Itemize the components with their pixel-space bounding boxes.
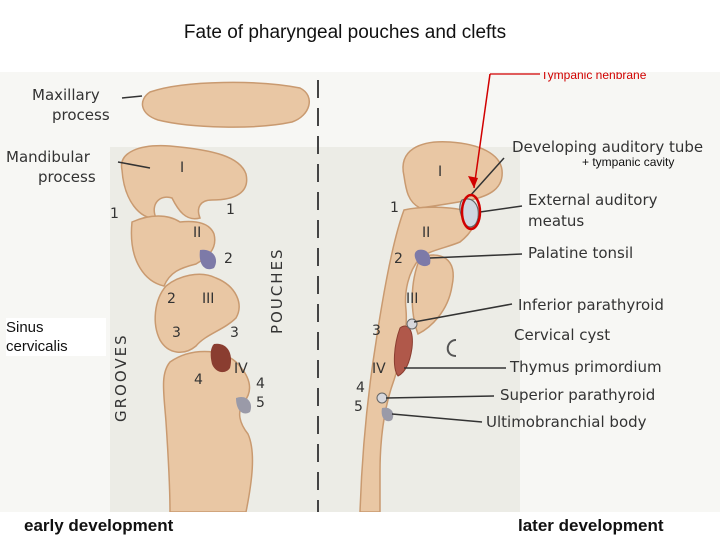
later-embryo: I II III IV 1 2 3 4 5 Developing auditor… xyxy=(354,138,703,512)
arch-label: I xyxy=(438,164,442,180)
grooves-label: GROOVES xyxy=(112,333,130,422)
groove-number: 3 xyxy=(172,325,181,341)
maxillary-process-shape xyxy=(141,81,310,128)
pouch-2-tonsil-left xyxy=(199,249,217,270)
arch-label: I xyxy=(180,160,184,176)
pouch-number: 2 xyxy=(224,251,233,267)
leader-auditory-tube xyxy=(469,157,505,197)
ultimobranchial-shape xyxy=(381,407,394,422)
label-maxillary: Maxillary xyxy=(32,86,100,104)
superior-parathyroid-shape xyxy=(376,392,388,404)
label-ultimobranchial: Ultimobranchial body xyxy=(486,413,647,431)
number-label: 5 xyxy=(354,399,363,415)
leader-ext-meatus xyxy=(479,205,523,213)
arch-label: IV xyxy=(372,361,386,377)
early-development-label: early development xyxy=(20,516,178,536)
groove-number: 1 xyxy=(110,206,119,222)
pouch-number: 5 xyxy=(256,395,265,411)
pouches-label: POUCHES xyxy=(268,247,286,334)
tympanic-highlight-ring xyxy=(460,193,482,231)
groove-number: 4 xyxy=(194,372,203,388)
pouch-number: 3 xyxy=(230,325,239,341)
later-development-label: later development xyxy=(514,516,668,536)
tympanic-pointer xyxy=(473,73,491,189)
leader-palatine xyxy=(429,253,523,259)
leader-ultimobranchial xyxy=(391,413,483,423)
label-mandibular: Mandibular xyxy=(6,148,91,166)
label-inf-parathyroid: Inferior parathyroid xyxy=(518,296,664,314)
sinus-cervicalis-text: Sinus cervicalis xyxy=(6,319,68,355)
pouch-number: 1 xyxy=(226,202,235,218)
pharyngeal-diagram: I II III IV 1 1 2 2 3 3 4 4 5 Maxillary … xyxy=(0,72,720,512)
label-palatine: Palatine tonsil xyxy=(528,244,633,262)
number-label: 3 xyxy=(372,323,381,339)
label-auditory-tube: Developing auditory tube xyxy=(512,138,703,156)
pouch-4-left xyxy=(236,396,252,414)
arch-label: IV xyxy=(234,361,248,377)
cervical-cyst-shape xyxy=(446,339,457,357)
tympanic-membrane-note: Tympanic nenbrane xyxy=(541,72,647,82)
slide-title: Fate of pharyngeal pouches and clefts xyxy=(183,22,507,43)
meatus-shape xyxy=(459,198,479,228)
arch-III-left xyxy=(154,273,240,353)
number-label: 1 xyxy=(390,200,399,216)
label-thymus: Thymus primordium xyxy=(509,358,662,376)
arch-label: II xyxy=(422,225,430,241)
label-sup-parathyroid: Superior parathyroid xyxy=(500,386,655,404)
leader-maxillary xyxy=(121,95,143,99)
pouch-number: 4 xyxy=(256,376,265,392)
leader-inf-parathyroid xyxy=(413,303,513,323)
groove-number: 2 xyxy=(167,291,176,307)
inferior-parathyroid-shape xyxy=(406,318,418,330)
label-ext-meatus-2: meatus xyxy=(528,212,584,230)
arch-label: III xyxy=(202,291,214,307)
label-maxillary-process: process xyxy=(52,106,110,124)
pouch-3-thymus-left xyxy=(210,343,232,373)
label-cervical-cyst: Cervical cyst xyxy=(514,326,610,344)
arch-label: II xyxy=(193,225,201,241)
number-label: 2 xyxy=(394,251,403,267)
arch-label: III xyxy=(406,291,418,307)
sinus-cervicalis-label: Sinus cervicalis xyxy=(6,318,106,356)
label-ext-meatus: External auditory xyxy=(528,191,658,209)
label-mandibular-process: process xyxy=(38,168,96,186)
early-embryo: I II III IV 1 1 2 2 3 3 4 4 5 Maxillary … xyxy=(6,81,310,512)
leader-mandibular xyxy=(117,161,151,169)
tympanic-cavity-note: + tympanic cavity xyxy=(582,155,674,169)
tympanic-arrowhead xyxy=(468,176,478,188)
leader-sup-parathyroid xyxy=(385,395,495,399)
arch-IV-left xyxy=(162,350,254,512)
number-label: 4 xyxy=(356,380,365,396)
palatine-tonsil-shape xyxy=(414,249,431,267)
